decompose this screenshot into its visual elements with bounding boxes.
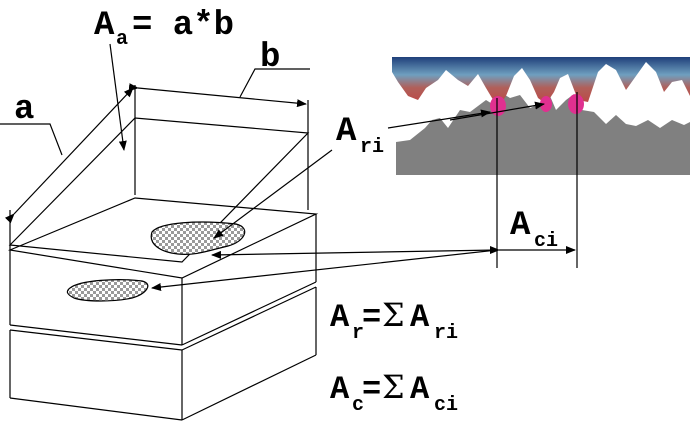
label-aci-subscript: ci (534, 230, 558, 253)
label-aci-symbol: A (510, 207, 531, 245)
formula-ar-eq: = (362, 299, 381, 336)
label-b: b (260, 39, 280, 77)
formula-ar: A r = Σ A ri (330, 296, 458, 345)
label-aa-equation: = a*b (132, 7, 234, 45)
formula-ar-sigma: Σ (382, 296, 405, 334)
lower-rough-surface (396, 92, 690, 175)
label-aa-symbol: A (94, 7, 115, 45)
upper-right-bottom (181, 281, 317, 346)
formula-ac-rhs-sub: ci (434, 394, 458, 417)
upper-rough-surface (392, 57, 690, 108)
contact-spot (568, 94, 584, 114)
formula-ac-lhs: A (330, 371, 350, 408)
leader-aci-lower (151, 249, 498, 291)
label-ari-symbol: A (336, 113, 357, 151)
formula-ac: A c = Σ A ci (330, 368, 458, 417)
leader-a (0, 123, 63, 156)
lower-block-top-front (9, 329, 183, 351)
label-ari-subscript: ri (360, 136, 384, 159)
leader-b (239, 68, 310, 98)
formula-ar-rhs-sub: ri (434, 322, 458, 345)
formula-ar-lhs-sub: r (352, 322, 364, 345)
lower-block-bottom-front (9, 397, 183, 421)
label-a: a (14, 91, 34, 129)
lower-block-bottom-right (181, 354, 317, 421)
formula-ac-lhs-sub: c (352, 394, 364, 417)
ari-leaders (151, 101, 545, 291)
formula-ar-rhs: A (410, 299, 430, 336)
leader-ari-detail (387, 109, 491, 129)
dim-line-b (128, 83, 307, 108)
leader-aci-upper (211, 249, 498, 259)
formula-ac-rhs: A (410, 371, 430, 408)
label-aa-subscript: a (116, 28, 128, 51)
formula-ar-lhs: A (330, 299, 350, 336)
formula-ac-sigma: Σ (382, 368, 405, 406)
dim-line-a (4, 87, 134, 224)
block-stack (0, 43, 319, 421)
leader-ari-detail2 (449, 101, 545, 121)
contact-patch-upper (150, 221, 246, 255)
leader-aa (109, 43, 127, 151)
leader-ari-patch (213, 149, 333, 239)
contact-patch-lower (66, 279, 149, 302)
upper-front-bottom (9, 324, 183, 346)
formula-ac-eq: = (362, 371, 381, 408)
lower-block-top-right (181, 286, 317, 351)
